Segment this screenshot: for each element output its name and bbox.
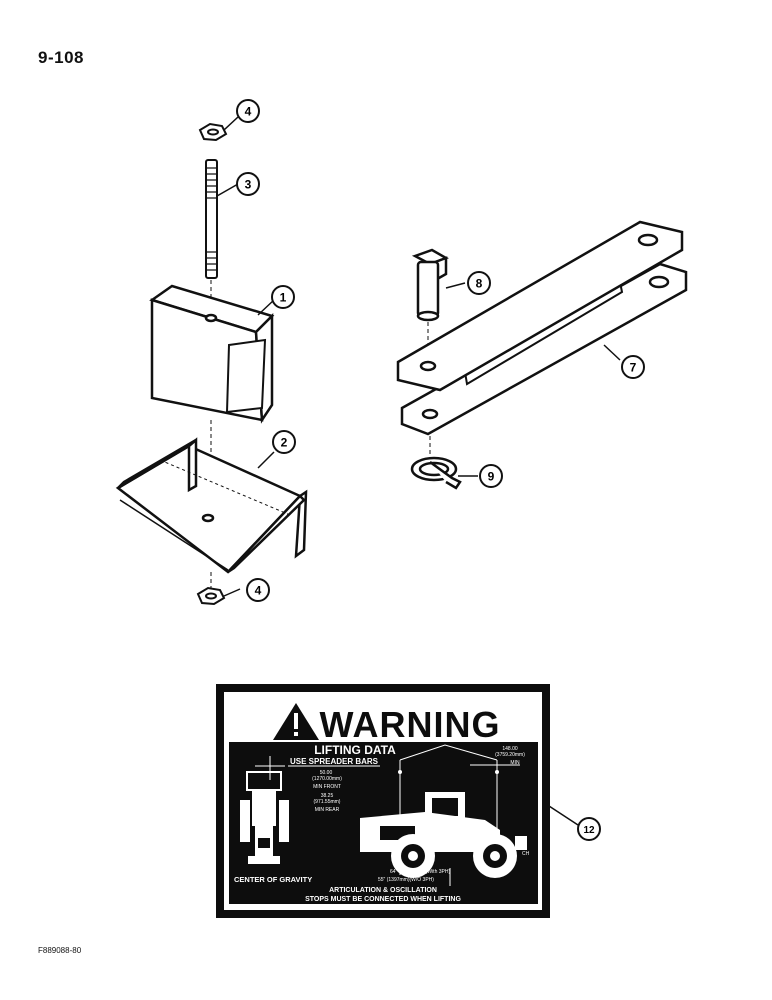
svg-text:8: 8 [476,277,483,291]
dim-top-mm: (3759.20mm) [495,752,525,758]
callout-12: 12 [577,817,601,841]
warning-title: WARNING [320,704,501,745]
callout-1: 1 [271,285,295,309]
cg-line2: 55" (1397mm)(W/O 3PH) [378,877,434,883]
callout-9: 9 [479,464,503,488]
callout-2: 2 [272,430,296,454]
svg-text:4: 4 [255,584,262,598]
callout-3: 3 [236,172,260,196]
hex-nut-bottom [196,586,226,606]
weight-block [149,284,275,424]
rear-dim-mm: (971.55mm) [314,799,341,805]
svg-text:2: 2 [281,436,288,450]
channel-bracket [115,437,308,574]
hex-nut-top [198,122,228,142]
drawbar-straps [396,220,688,436]
dim-top: 148.00 [502,746,518,752]
stud-bolt [205,159,218,279]
spreader-note: USE SPREADER BARS [290,757,379,766]
svg-text:12: 12 [583,825,595,836]
tractor-front-view-icon [240,771,289,864]
svg-text:3: 3 [245,178,252,192]
front-dim-mm: (1270.00mm) [312,776,342,782]
front-dim: 50.00 [320,770,333,776]
stops-line: STOPS MUST BE CONNECTED WHEN LIFTING [305,896,461,903]
svg-text:9: 9 [488,470,495,484]
cg-mark: CH [522,851,530,857]
callout-7: 7 [621,355,645,379]
svg-text:1: 1 [280,291,287,305]
figure-code: F889088-80 [38,946,82,955]
front-label: MIN FRONT [313,784,341,790]
cg-line1: 64" (1625.6mm)(With 3PH) [390,869,450,875]
retaining-clip [410,456,462,490]
warning-triangle-icon [273,703,319,740]
rear-label: MIN REAR [315,807,340,813]
page-number: 9-108 [38,48,84,67]
dim-top-min: MIN [510,760,520,766]
svg-text:4: 4 [245,105,252,119]
lifting-title: LIFTING DATA [314,743,396,757]
cg-label: CENTER OF GRAVITY [234,875,312,884]
hitch-pin [411,248,449,322]
rear-dim: 38.25 [321,793,334,799]
articulation-line: ARTICULATION & OSCILLATION [329,887,437,894]
callout-4-top: 4 [236,99,260,123]
callout-4-bottom: 4 [246,578,270,602]
tractor-side-view-icon [360,792,527,878]
warning-decal: WARNING LIFTING DATA USE SPREADER BARS 1… [216,684,550,918]
callout-8: 8 [467,271,491,295]
svg-text:7: 7 [630,361,637,375]
